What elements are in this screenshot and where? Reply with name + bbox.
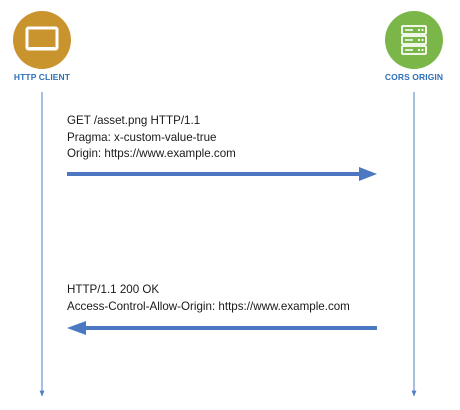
cors-origin-circle: [385, 11, 443, 69]
request-arrow: [67, 167, 377, 181]
response-arrow: [67, 321, 377, 335]
request-message: GET /asset.png HTTP/1.1 Pragma: x-custom…: [67, 113, 236, 163]
http-client-label: HTTP CLIENT: [13, 72, 71, 82]
response-message: HTTP/1.1 200 OK Access-Control-Allow-Ori…: [67, 282, 350, 315]
server-icon: [401, 25, 427, 55]
response-line-2: Access-Control-Allow-Origin: https://www…: [67, 299, 350, 313]
http-client-actor: HTTP CLIENT: [0, 11, 97, 82]
cors-origin-label: CORS ORIGIN: [384, 72, 444, 82]
request-line-1: GET /asset.png HTTP/1.1: [67, 114, 201, 127]
cors-origin-actor: CORS ORIGIN: [359, 11, 460, 82]
response-line-1: HTTP/1.1 200 OK: [67, 283, 160, 296]
monitor-icon: [25, 26, 59, 51]
http-client-circle: [13, 11, 71, 69]
request-line-2: Pragma: x-custom-value-true: [67, 130, 217, 144]
request-line-3: Origin: https://www.example.com: [67, 147, 236, 160]
